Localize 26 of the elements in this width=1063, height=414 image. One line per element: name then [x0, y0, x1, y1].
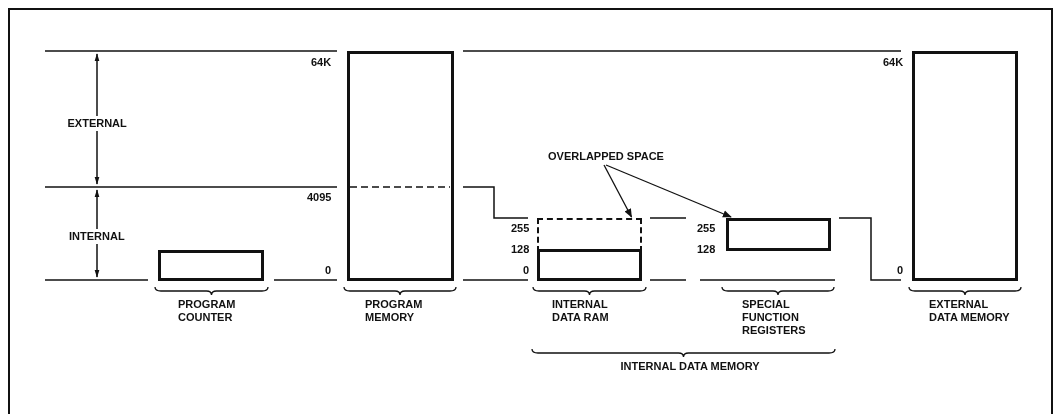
- range-label: EXTERNAL: [67, 116, 127, 131]
- overlap-region: [537, 218, 642, 252]
- block-caption: EXTERNAL DATA MEMORY: [929, 298, 1011, 324]
- address-label: 0: [325, 264, 332, 277]
- range-label: INTERNAL: [69, 229, 125, 244]
- address-label: 128: [511, 243, 530, 256]
- arrow: [605, 164, 732, 218]
- block-caption: INTERNAL DATA RAM: [552, 298, 610, 324]
- address-label: 4095: [307, 191, 332, 204]
- address-label: 255: [511, 222, 530, 235]
- block-caption: PROGRAM COUNTER: [178, 298, 237, 324]
- address-label: 64K: [311, 56, 332, 69]
- memory-block: [537, 249, 642, 281]
- address-label: 0: [523, 264, 530, 277]
- address-label: 128: [697, 243, 716, 256]
- arrow: [603, 164, 633, 218]
- address-label: 64K: [883, 56, 904, 69]
- block-caption: PROGRAM MEMORY: [365, 298, 424, 324]
- memory-block: [347, 51, 454, 281]
- group-caption: INTERNAL DATA MEMORY: [620, 360, 760, 373]
- block-caption: SPECIAL FUNCTION REGISTERS: [742, 298, 807, 337]
- memory-block: [912, 51, 1018, 281]
- address-label: 0: [897, 264, 904, 277]
- address-label: 255: [697, 222, 716, 235]
- memory-block: [726, 218, 831, 251]
- memory-block: [158, 250, 264, 281]
